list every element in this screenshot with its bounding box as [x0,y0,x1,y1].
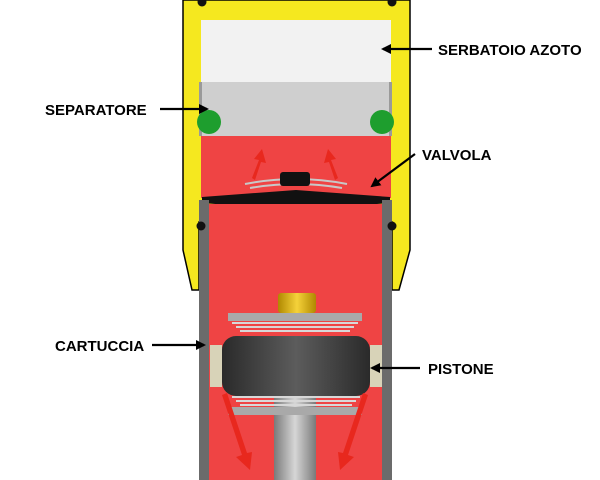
label-pistone: PISTONE [428,361,494,378]
label-cartuccia: CARTUCCIA [55,338,144,355]
separator-side-right [389,82,392,136]
reservoir-oil [201,136,391,198]
piston [222,336,370,396]
reservoir-flow-arrows [252,149,338,180]
separator [201,82,391,136]
label-valvola: VALVOLA [422,147,492,164]
cartridge-flow-arrows [222,393,368,470]
oring-right [370,110,394,134]
cartridge-wall-right [382,200,392,480]
label-serbatoio-azoto: SERBATOIO AZOTO [438,42,582,59]
piston-seal-right [370,345,382,387]
valve-nut-top [280,172,310,186]
piston-seal-left [210,345,222,387]
reservoir-screws [196,0,397,231]
leader-valvola [370,153,416,188]
label-separatore: SEPARATORE [45,102,147,119]
nitrogen-chamber [201,20,391,82]
piston-shims-lower [228,396,362,415]
piston-shims-upper [228,313,362,332]
cartridge-wall-left [199,200,209,480]
piston-nut [278,293,316,313]
oring-left [197,110,221,134]
